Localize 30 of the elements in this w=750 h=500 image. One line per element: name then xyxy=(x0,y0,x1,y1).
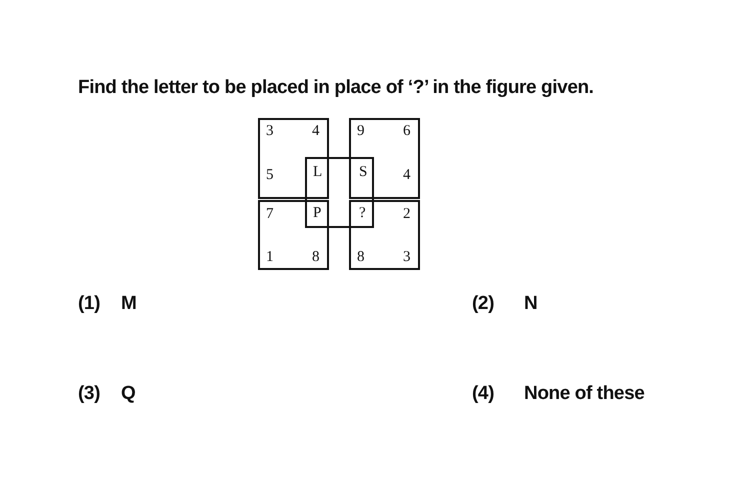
puzzle-entry: 3 xyxy=(403,250,410,265)
puzzle-entry: 2 xyxy=(403,207,410,222)
puzzle-entry: 9 xyxy=(357,124,364,139)
puzzle-square xyxy=(258,118,329,199)
puzzle-entry: 7 xyxy=(266,207,274,222)
puzzle-entry: L xyxy=(313,165,322,180)
puzzle-entry: 8 xyxy=(357,250,364,265)
option-text: M xyxy=(121,293,136,315)
question-text: Find the letter to be placed in place of ‘?’ in the figure given. xyxy=(78,77,594,99)
puzzle-entry: 4 xyxy=(403,168,410,183)
option-number: (2) xyxy=(472,293,494,315)
puzzle-entry: S xyxy=(359,165,368,180)
puzzle-entry: 1 xyxy=(266,250,274,265)
puzzle-square xyxy=(349,200,420,270)
puzzle-square xyxy=(349,118,420,199)
puzzle-entry: 8 xyxy=(312,250,320,265)
option-number: (4) xyxy=(472,383,494,405)
option-text: Q xyxy=(121,383,136,405)
option-number: (1) xyxy=(78,293,100,315)
puzzle-square xyxy=(305,157,374,228)
puzzle-entry: 4 xyxy=(312,124,320,139)
option-number: (3) xyxy=(78,383,100,405)
option-text: None of these xyxy=(524,383,644,405)
puzzle-entry: 6 xyxy=(403,124,410,139)
puzzle-entry: ? xyxy=(359,206,366,221)
puzzle-square xyxy=(258,200,329,270)
puzzle-entry: 3 xyxy=(266,124,274,139)
puzzle-entry: P xyxy=(313,206,322,221)
puzzle-entry: 5 xyxy=(266,168,274,183)
option-text: N xyxy=(524,293,538,315)
